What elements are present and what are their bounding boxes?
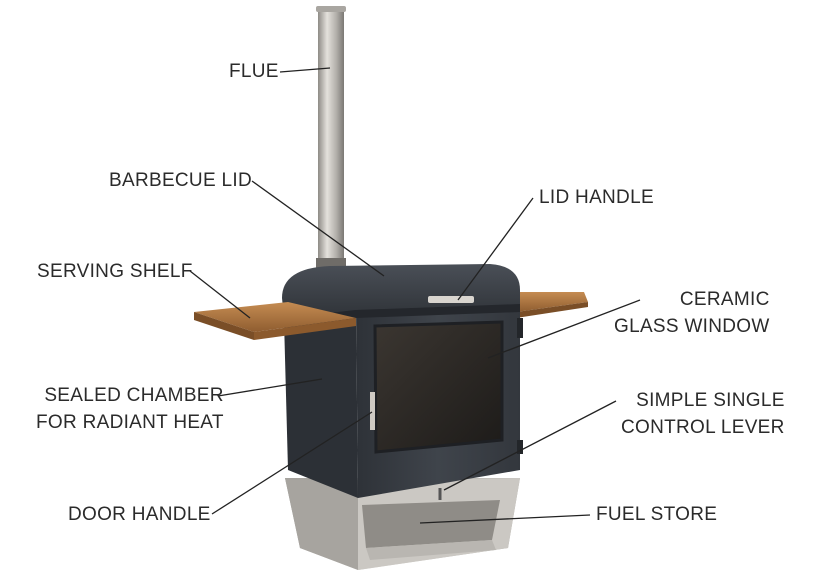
label-control-lever: SIMPLE SINGLE CONTROL LEVER xyxy=(621,387,785,441)
ceramic-label-line1: CERAMIC xyxy=(679,289,770,310)
barbecue-lid-label-text: BARBECUE LID xyxy=(109,170,252,191)
label-barbecue-lid: BARBECUE LID xyxy=(109,167,252,194)
barbecue-lid xyxy=(282,264,520,326)
lid-handle-leader xyxy=(457,197,534,301)
control-lever-leader xyxy=(443,400,617,491)
sealed-chamber-label-line2: FOR RADIANT HEAT xyxy=(36,412,224,433)
fuel-store-leader xyxy=(419,514,591,524)
barbecue-lid-leader xyxy=(251,180,385,277)
label-lid-handle: LID HANDLE xyxy=(539,184,654,211)
flue-leader xyxy=(279,67,331,73)
serving-shelf-leader xyxy=(189,270,251,319)
ceramic-window-leader xyxy=(487,299,641,359)
sealed-chamber-label-line1: SEALED CHAMBER xyxy=(44,385,224,406)
leader-lines xyxy=(189,67,641,524)
label-flue: FLUE xyxy=(229,58,279,85)
ceramic-label-line2: GLASS WINDOW xyxy=(614,316,770,337)
left-serving-shelf xyxy=(194,302,356,340)
label-sealed-chamber: SEALED CHAMBER FOR RADIANT HEAT xyxy=(36,382,224,436)
flue-label-text: FLUE xyxy=(229,61,279,82)
sealed-chamber-leader xyxy=(217,378,323,397)
serving-shelf-label-text: SERVING SHELF xyxy=(37,261,193,282)
right-serving-shelf xyxy=(512,292,588,318)
flue-pipe xyxy=(316,6,346,272)
control-lever-label-line1: SIMPLE SINGLE xyxy=(636,390,785,411)
control-lever-label-line2: CONTROL LEVER xyxy=(621,417,785,438)
fuel-store-base xyxy=(285,478,520,570)
label-door-handle: DOOR HANDLE xyxy=(68,501,211,528)
label-fuel-store: FUEL STORE xyxy=(596,501,717,528)
door-handle-label-text: DOOR HANDLE xyxy=(68,504,211,525)
stove-body xyxy=(284,300,523,498)
label-ceramic-glass-window: CERAMIC GLASS WINDOW xyxy=(614,286,770,340)
door-handle-leader xyxy=(211,411,373,515)
lid-handle-label-text: LID HANDLE xyxy=(539,187,654,208)
fuel-store-label-text: FUEL STORE xyxy=(596,504,718,525)
label-serving-shelf: SERVING SHELF xyxy=(37,258,193,285)
